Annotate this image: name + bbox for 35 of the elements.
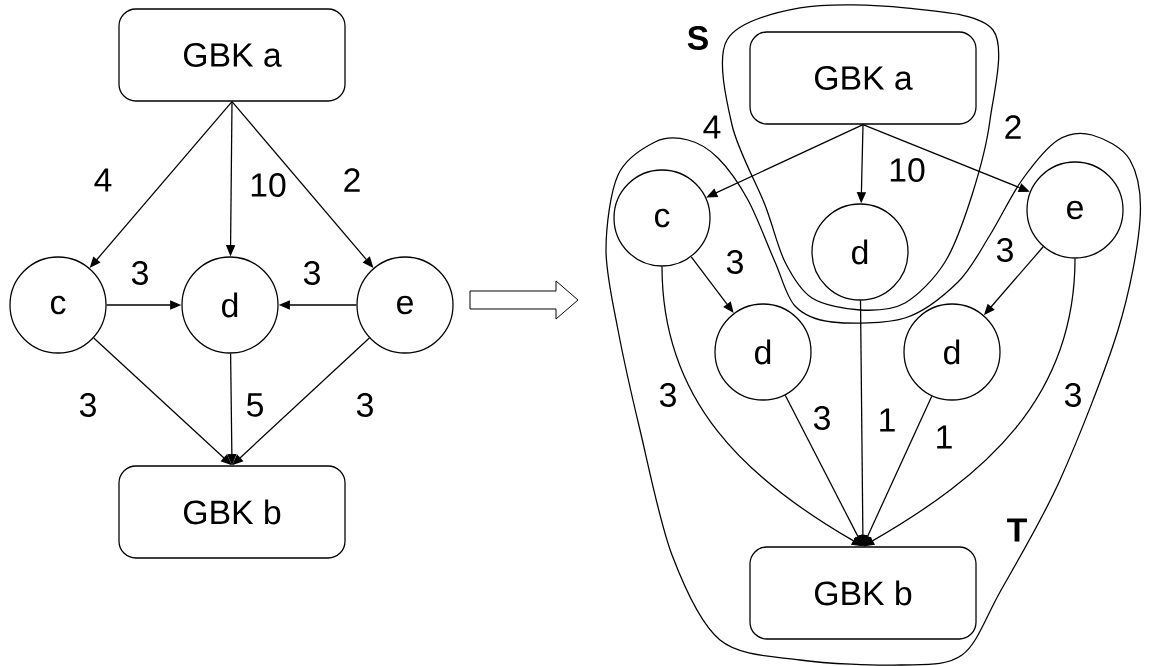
circle-node: e — [356, 256, 454, 354]
circle-node: e — [1026, 161, 1124, 259]
edge-label: 3 — [657, 381, 679, 409]
process-box: GBK b — [118, 465, 346, 559]
edge-label: 3 — [354, 391, 376, 419]
edge-label: 1 — [933, 424, 955, 450]
circle-node: d — [811, 203, 909, 301]
circle-node: d — [181, 256, 279, 354]
arrow — [661, 266, 863, 547]
circle-node: c — [613, 169, 711, 267]
edge-label: 2 — [1002, 113, 1024, 141]
edge-label: 10 — [886, 156, 928, 184]
edge-label: 2 — [341, 166, 363, 194]
edge-label: 4 — [701, 114, 723, 140]
edge-label: 3 — [724, 248, 746, 276]
edge-label: 3 — [1062, 381, 1084, 409]
circle-node: c — [9, 256, 107, 354]
edge-label: 4 — [92, 167, 114, 193]
circle-node: d — [903, 303, 1001, 401]
region-label: S — [687, 26, 708, 50]
edge-label: 5 — [244, 391, 266, 419]
arrow — [863, 258, 1076, 547]
process-box: GBK b — [749, 546, 977, 640]
edge-label: 3 — [77, 391, 99, 419]
edge-label: 10 — [247, 171, 289, 199]
region-label: T — [1007, 518, 1027, 542]
process-box: GBK a — [118, 8, 346, 102]
arrow — [231, 101, 374, 268]
edge-label: 1 — [876, 407, 898, 433]
edge-label: 3 — [994, 236, 1016, 264]
edge-label: 3 — [811, 404, 833, 432]
edge-label: 3 — [301, 259, 323, 287]
edge-label: 3 — [129, 259, 151, 287]
process-box: GBK a — [749, 31, 977, 125]
circle-node: d — [714, 303, 812, 401]
